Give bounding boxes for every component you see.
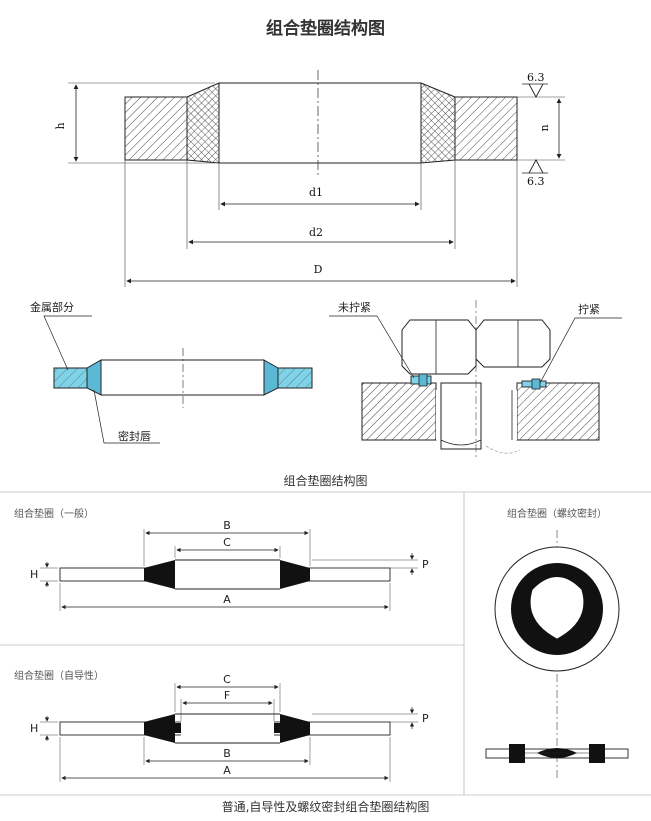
top-section-drawing: h n 6.3 6.3 d1 d2 D [54, 70, 565, 287]
middle-left-section: 金属部分 密封唇 [30, 300, 313, 444]
selfguide-dim-P: P [422, 712, 429, 725]
caption-top: 组合垫圈结构图 [283, 474, 368, 488]
thread-triangle-hole [530, 577, 584, 639]
panel-general: 组合垫圈（一般） B C A H P [14, 507, 429, 611]
dim-n-label: n [538, 124, 551, 131]
selfguide-dim-F: F [224, 689, 230, 702]
panel-selfguide: 组合垫圈（自导性） C F B A H [14, 669, 429, 782]
selfguide-seal-left [144, 714, 181, 743]
untightened-label: 未拧紧 [338, 300, 371, 314]
middle-right-bolt-assembly: 未拧紧 拧紧 [329, 300, 622, 460]
selfguide-seal-right [274, 714, 310, 743]
panel-thread-seal: 组合垫圈（螺纹密封） [485, 507, 629, 780]
general-dim-C: C [223, 536, 231, 549]
thread-side-seal-right [589, 744, 605, 763]
caption-bottom: 普通,自导性及螺纹密封组合垫圈结构图 [221, 800, 430, 814]
base-plate-left [361, 382, 437, 441]
page-title: 组合垫圈结构图 [266, 19, 385, 39]
right-seal-lip [420, 82, 456, 164]
general-dim-B: B [223, 519, 231, 532]
panel-selfguide-label: 组合垫圈（自导性） [14, 669, 104, 682]
base-plate-right [516, 382, 600, 441]
bottom-panels-frame [0, 491, 651, 796]
thread-side-seal-left [509, 744, 525, 763]
dim-D-label: D [314, 263, 323, 276]
bolt-head-right [475, 319, 551, 368]
seal-lip-label: 密封唇 [118, 429, 151, 443]
general-seal-left [144, 560, 175, 589]
general-dim-A: A [223, 593, 231, 606]
panel-general-label: 组合垫圈（一般） [14, 507, 94, 520]
left-metal-ring [124, 96, 188, 161]
roughness-top-value: 6.3 [527, 71, 545, 84]
roughness-bottom-value: 6.3 [527, 175, 545, 188]
selfguide-dim-C: C [223, 673, 231, 686]
roughness-top-symbol: 6.3 [522, 71, 548, 98]
metal-part-label: 金属部分 [30, 300, 74, 314]
dim-d1-label: d1 [309, 186, 323, 199]
left-seal-part [86, 359, 102, 396]
dim-h-label: h [54, 122, 67, 129]
bolt-shank [440, 382, 482, 450]
panel-thread-label: 组合垫圈（螺纹密封） [507, 507, 607, 520]
selfguide-dim-H: H [30, 722, 38, 735]
left-seal-lip [186, 82, 220, 164]
selfguide-dim-B: B [223, 747, 231, 760]
general-dim-H: H [30, 568, 38, 581]
selfguide-dim-A: A [223, 764, 231, 777]
dim-d2-label: d2 [309, 226, 323, 239]
tightened-label: 拧紧 [578, 302, 600, 316]
bolt-head-left [401, 319, 477, 375]
general-seal-right [280, 560, 310, 589]
right-metal-ring [454, 96, 518, 161]
roughness-bottom-symbol: 6.3 [522, 159, 548, 188]
general-dim-P: P [422, 558, 429, 571]
right-seal-part [263, 359, 279, 396]
